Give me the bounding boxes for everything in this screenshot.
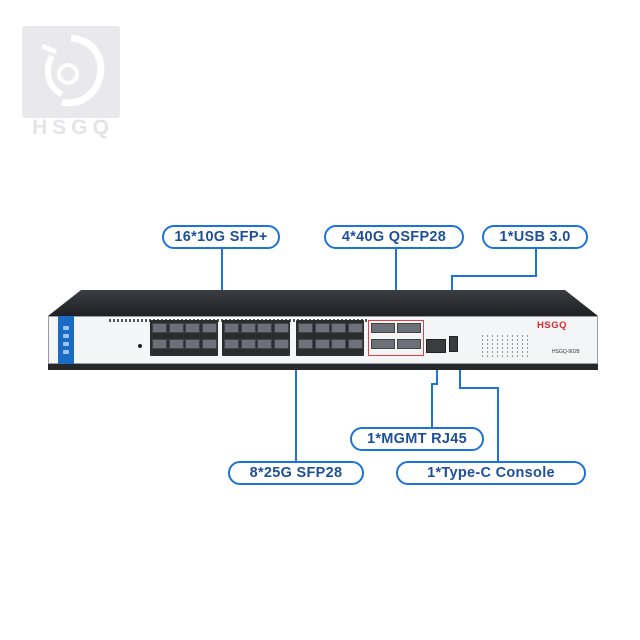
sfp-plus-port xyxy=(185,339,200,349)
sfp-plus-port xyxy=(273,323,289,333)
qsfp28-port xyxy=(397,323,421,333)
sfp-plus-port xyxy=(257,339,272,349)
status-led-panel xyxy=(480,334,530,358)
watermark-text: HSGQ xyxy=(32,116,114,139)
sfp28-port xyxy=(298,339,313,349)
model-label: HSGQ-9028 xyxy=(552,349,580,355)
sfp28-port xyxy=(347,339,363,349)
sfp28-port xyxy=(314,339,330,349)
sfp-plus-port xyxy=(224,323,239,333)
sfp-plus-port xyxy=(224,339,239,349)
callout-qsfp28: 4*40G QSFP28 xyxy=(324,225,464,249)
sfp28-port xyxy=(331,339,346,349)
callout-sfp28: 8*25G SFP28 xyxy=(228,461,364,485)
sfp-plus-port xyxy=(201,323,217,333)
callout-console: 1*Type-C Console xyxy=(396,461,586,485)
sfp-plus-port xyxy=(257,323,272,333)
callout-sfp-plus: 16*10G SFP+ xyxy=(162,225,280,249)
qsfp28-port xyxy=(371,323,395,333)
chassis-top xyxy=(48,290,598,316)
sfp28-port xyxy=(314,323,330,333)
rack-handle xyxy=(58,316,74,364)
logo-icon xyxy=(22,26,120,118)
callout-usb: 1*USB 3.0 xyxy=(482,225,588,249)
sfp-plus-port xyxy=(185,323,200,333)
sfp28-port xyxy=(347,323,363,333)
sfp-plus-port xyxy=(168,323,184,333)
qsfp28-port-group xyxy=(368,320,424,356)
chassis-bottom xyxy=(48,364,598,370)
sfp28-port xyxy=(298,323,313,333)
usb-port xyxy=(449,336,458,352)
sfp28-port xyxy=(331,323,346,333)
sfp-plus-port xyxy=(273,339,289,349)
qsfp28-port xyxy=(397,339,421,349)
sfp-plus-port xyxy=(152,323,167,333)
qsfp28-port xyxy=(371,339,395,349)
sfp-plus-port xyxy=(240,323,256,333)
sfp-plus-port xyxy=(201,339,217,349)
mgmt-rj45-port xyxy=(426,339,446,353)
sfp-plus-port xyxy=(168,339,184,349)
front-panel-logo: HSGQ xyxy=(537,320,567,331)
callout-mgmt: 1*MGMT RJ45 xyxy=(350,427,484,451)
power-indicator xyxy=(138,344,142,348)
sfp-plus-port xyxy=(240,339,256,349)
sfp-plus-port xyxy=(152,339,167,349)
